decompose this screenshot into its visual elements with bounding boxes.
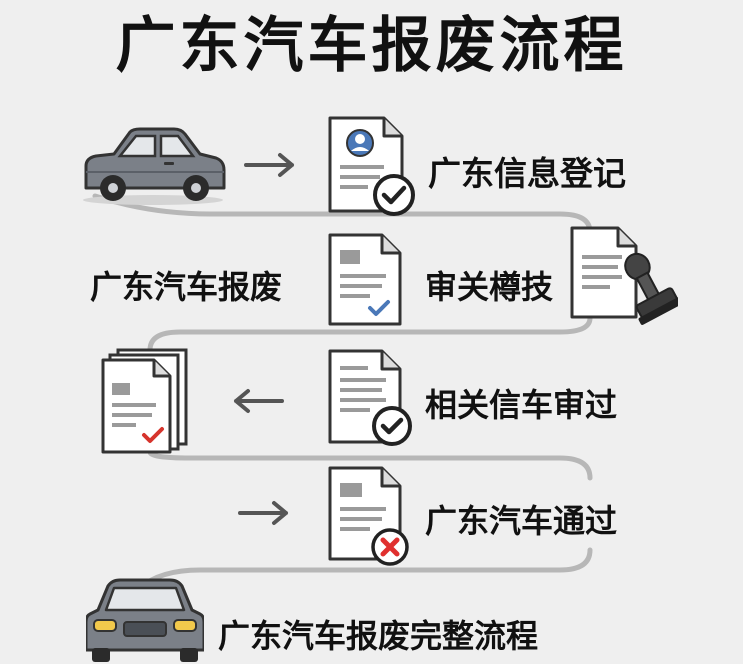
step-label: 广东汽车报废: [90, 268, 283, 306]
step-label: 相关信车审过: [425, 386, 618, 424]
document-reject-icon: [328, 466, 409, 566]
document-stack-icon: [101, 348, 188, 454]
car-front-icon: [86, 578, 204, 662]
step-label: 广东信息登记: [428, 154, 626, 193]
step-label: 审关樽技: [425, 268, 554, 306]
arrow-left-icon: [234, 389, 284, 413]
step-label: 广东汽车报废完整流程: [218, 617, 539, 655]
arrow-right-icon: [244, 153, 294, 177]
page-title: 广东汽车报废流程: [115, 11, 628, 81]
arrow-right-icon: [238, 501, 288, 525]
step-label: 广东汽车通过: [425, 502, 618, 540]
document-profile-icon: [328, 116, 415, 216]
car-side-icon: [83, 127, 226, 205]
document-check-icon: [328, 233, 402, 326]
stamp-icon: [570, 226, 678, 325]
document-check-icon: [328, 349, 412, 446]
